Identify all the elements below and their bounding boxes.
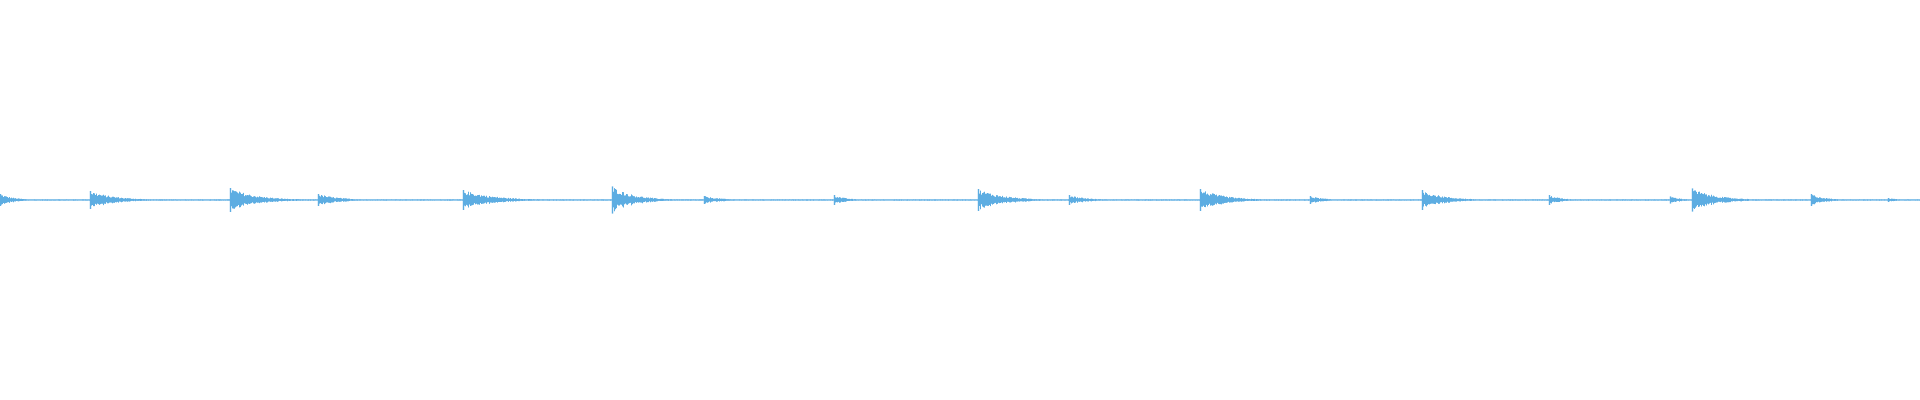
waveform-trace: [0, 186, 1920, 214]
